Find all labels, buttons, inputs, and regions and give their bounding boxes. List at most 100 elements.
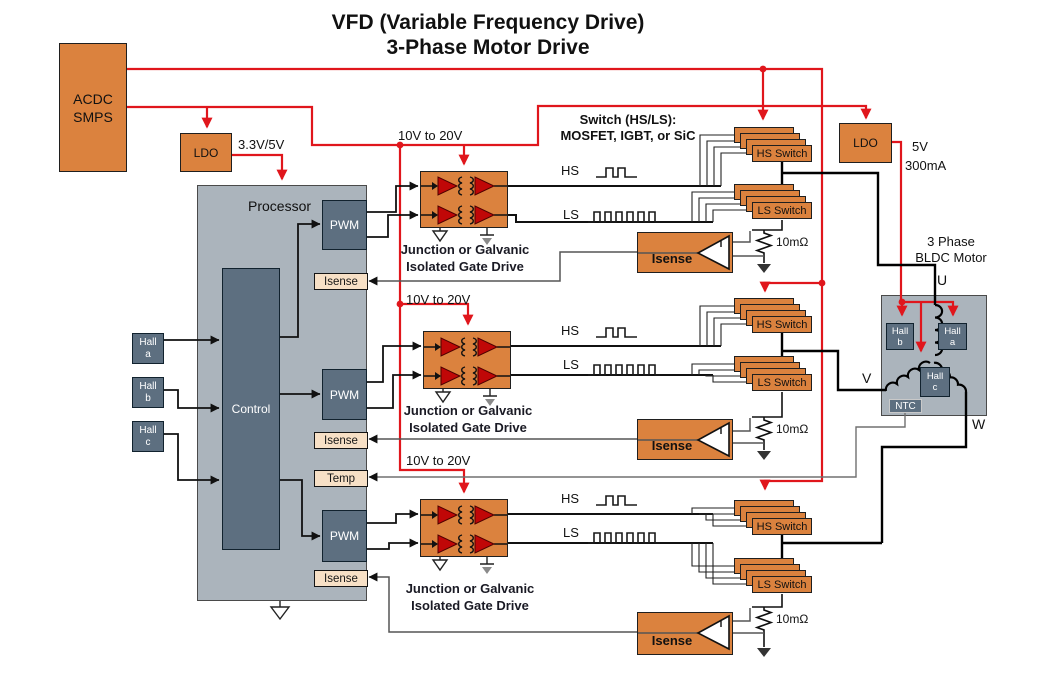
ls-waveform-icon [588,532,660,544]
hall-phase: a [145,348,151,360]
hs-switch-front: HS Switch [752,316,812,333]
hall-input-c: Hall c [132,421,164,452]
ls-switch-front: LS Switch [752,374,812,391]
isense-amp-block-2: Isense [637,419,733,460]
dc-bus-red-wires [127,65,959,494]
hall-word: Hall [139,380,157,392]
ldo-aux-block: LDO [839,123,892,163]
shunt-label-2: 10mΩ [776,422,809,436]
isolated-gate-drive-icon [421,176,507,225]
hall-input-b: Hall b [132,377,164,408]
gate-rail-label-2: 10V to 20V [406,292,471,307]
caption-line: Isolated Gate Drive [409,420,527,435]
hs-switch-front: HS Switch [752,145,812,162]
motor-title-line2: BLDC Motor [915,250,987,265]
pwm-block-3: PWM [322,510,367,562]
caption-line: Junction or Galvanic [400,242,530,257]
aux-rail-current-label: 300mA [905,158,947,173]
hs-switch-label: HS Switch [756,147,808,160]
isense-port-label: Isense [324,275,358,288]
hall-word: Hall [139,336,157,348]
hall-phase: c [932,382,938,393]
hall-input-a: Hall a [132,333,164,364]
ls-label-2: LS [563,357,579,372]
ls-label-3: LS [563,525,579,540]
waveform-icons [588,167,660,544]
hs-label-3: HS [561,491,580,506]
page-title: VFD (Variable Frequency Drive) 3-Phase M… [278,10,698,60]
gate-drive-block-2 [423,331,511,389]
hall-phase: c [145,436,151,448]
hs-waveform-icon [596,327,637,338]
switch-note-line1: Switch (HS/LS): [579,112,677,127]
logic-rail-label: 3.3V/5V [238,137,285,152]
motor-title-line1: 3 Phase [927,234,975,249]
hall-word: Hall [139,424,157,436]
aux-rail-voltage-label: 5V [912,139,928,154]
caption-line: Junction or Galvanic [403,403,533,418]
gate-rail-label-3: 10V to 20V [406,453,471,468]
pwm-label: PWM [329,218,360,232]
hall-phase: b [897,336,903,348]
switch-note: Switch (HS/LS): MOSFET, IGBT, or SiC [538,112,718,144]
motor-hall-b: Hall b [886,323,914,350]
caption-line: Isolated Gate Drive [406,259,524,274]
ls-label-1: LS [563,207,579,222]
opamp-icon [638,421,730,458]
processor-label: Processor [248,198,312,214]
ls-switch-label: LS Switch [757,578,807,591]
isense-amp-label: Isense [651,251,693,266]
ntc-temp-wire [368,413,906,482]
signal-wires [163,181,422,550]
gate-drive-block-3 [420,499,508,557]
ls-switch-front: LS Switch [752,576,812,593]
gate-fanout-wires [691,134,752,585]
isense-port-label: Isense [324,434,358,447]
temp-port-label: Temp [326,472,356,485]
shunt-label-3: 10mΩ [776,612,809,626]
phase-u-label: U [937,272,948,288]
pwm-label: PWM [329,529,360,543]
title-line-2: 3-Phase Motor Drive [386,36,590,59]
motor-title: 3 Phase BLDC Motor [905,234,997,266]
hs-label-1: HS [561,163,580,178]
pwm-block-2: PWM [322,369,367,420]
isense-port-1: Isense [314,273,368,290]
control-label: Control [231,402,271,416]
phase-v-label: V [862,370,872,386]
motor-hall-a: Hall a [938,323,967,350]
isense-port-2: Isense [314,432,368,449]
pwm-block-1: PWM [322,200,367,250]
gate-drive-caption-3: Junction or Galvanic Isolated Gate Drive [395,580,545,614]
isense-port-3: Isense [314,570,368,587]
acdc-label-line2: SMPS [73,108,113,125]
gate-rail-label-1: 10V to 20V [398,128,463,143]
phase-w-label: W [972,416,986,432]
isense-port-label: Isense [324,572,358,585]
ls-switch-label: LS Switch [757,376,807,389]
current-sense-wires [368,231,764,634]
ls-waveform-icon [588,364,660,376]
title-line-1: VFD (Variable Frequency Drive) [331,11,645,34]
ls-switch-front: LS Switch [752,202,812,219]
isolated-gate-drive-icon [421,504,507,554]
opamp-icon [638,234,730,271]
shunt-resistor-network [752,220,783,647]
gate-drive-caption-2: Junction or Galvanic Isolated Gate Drive [393,402,543,436]
ldo-label: LDO [193,145,219,160]
isense-amp-label: Isense [651,633,693,648]
hs-waveform-icon [596,495,637,506]
hs-switch-label: HS Switch [756,318,808,331]
isolated-gate-drive-icon [424,336,510,386]
isense-amp-block-3: Isense [637,612,733,655]
ls-switch-label: LS Switch [757,204,807,217]
switch-note-line2: MOSFET, IGBT, or SiC [560,128,696,143]
hs-label-2: HS [561,323,580,338]
shunt-label-1: 10mΩ [776,235,809,249]
opamp-icon [638,614,730,651]
ntc-block: NTC [889,399,922,413]
isense-amp-block-1: Isense [637,232,733,273]
ldo-label: LDO [853,136,878,150]
